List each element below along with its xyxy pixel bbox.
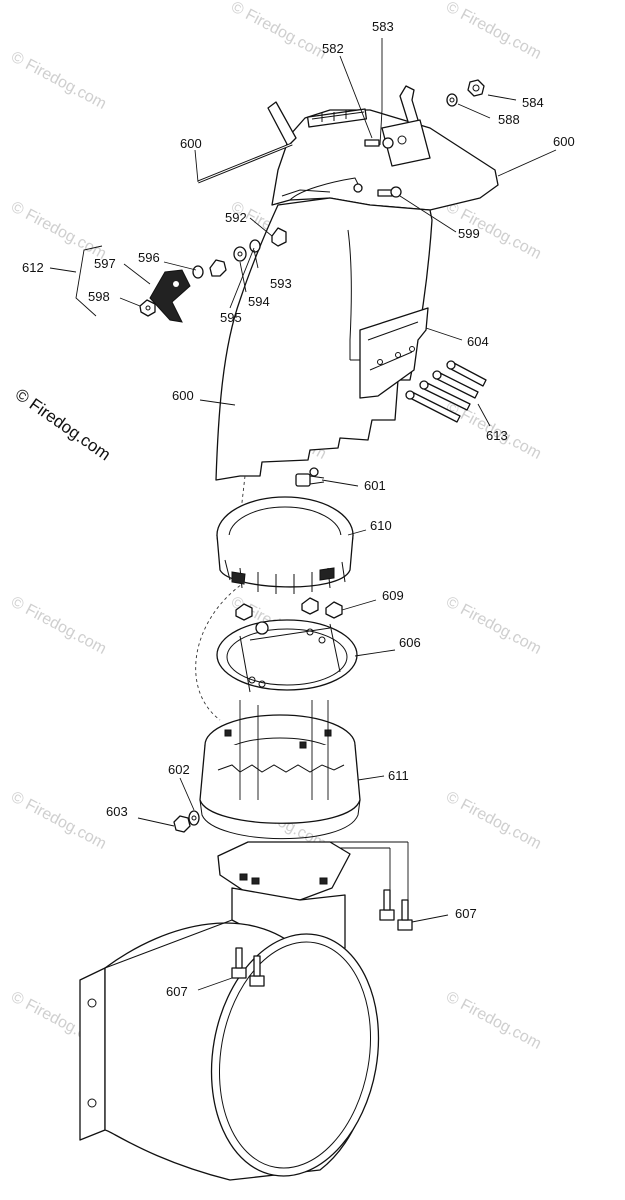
callout-595: 595 <box>220 310 242 325</box>
base-plate <box>217 841 351 901</box>
callout-612: 612 <box>22 260 44 275</box>
watermark: © Firedog.com <box>8 199 109 263</box>
callout-606: 606 <box>399 635 421 650</box>
callout-588: 588 <box>498 112 520 127</box>
callout-596: 596 <box>138 250 160 265</box>
watermark: © Firedog.com <box>443 594 544 658</box>
nut-washer-top-right <box>446 79 485 107</box>
nuts-609 <box>235 597 343 621</box>
washer-nut-602-603 <box>173 810 200 833</box>
bolt-601 <box>295 467 325 487</box>
callout-600-deflector: 600 <box>553 134 575 149</box>
bolt-set-592-598 <box>139 227 287 323</box>
guide-lines <box>239 700 409 900</box>
bracket-604 <box>359 307 429 399</box>
watermark: © Firedog.com <box>8 789 109 853</box>
callout-582: 582 <box>322 41 344 56</box>
rod <box>197 142 293 184</box>
callout-597: 597 <box>94 256 116 271</box>
callout-labels: 583 582 584 588 600 600 592 599 612 597 … <box>22 19 575 999</box>
callout-584: 584 <box>522 95 544 110</box>
callout-600-rod: 600 <box>180 136 202 151</box>
callout-603: 603 <box>106 804 128 819</box>
gear-ring-611 <box>199 714 361 840</box>
watermark: © Firedog.com <box>443 0 544 63</box>
callout-610: 610 <box>370 518 392 533</box>
callout-599: 599 <box>458 226 480 241</box>
callout-607-left: 607 <box>166 984 188 999</box>
bolts-613 <box>405 360 487 423</box>
watermark: © Firedog.com <box>443 789 544 853</box>
ring-610 <box>216 496 354 594</box>
chute-deflector <box>267 85 499 211</box>
callout-602: 602 <box>168 762 190 777</box>
callout-601: 601 <box>364 478 386 493</box>
callout-593: 593 <box>270 276 292 291</box>
bolts-607 <box>231 889 413 987</box>
chute-base <box>79 887 380 1181</box>
callout-600-chute: 600 <box>172 388 194 403</box>
callout-583: 583 <box>372 19 394 34</box>
callout-598: 598 <box>88 289 110 304</box>
watermark: © Firedog.com <box>8 594 109 658</box>
callout-613: 613 <box>486 428 508 443</box>
callout-604: 604 <box>467 334 489 349</box>
watermark: © Firedog.com <box>228 0 329 63</box>
leader-lines <box>49 38 557 991</box>
callout-594: 594 <box>248 294 270 309</box>
callout-611: 611 <box>388 768 409 783</box>
watermark: © Firedog.com <box>443 989 544 1053</box>
callout-607-right: 607 <box>455 906 477 921</box>
copyright-text: © Firedog.com <box>12 385 114 465</box>
plate-606 <box>216 619 358 693</box>
callout-609: 609 <box>382 588 404 603</box>
callout-592: 592 <box>225 210 247 225</box>
watermark: © Firedog.com <box>8 49 109 113</box>
